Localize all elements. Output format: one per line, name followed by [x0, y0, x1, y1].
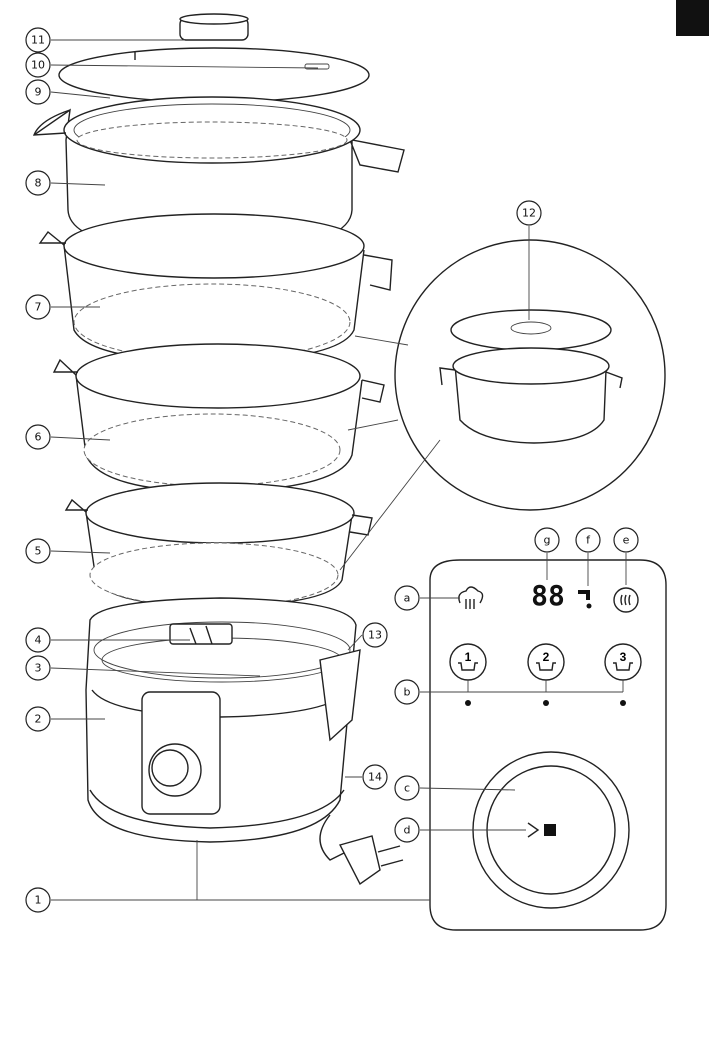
- callout-c: c: [394, 775, 420, 801]
- callout-label: 13: [368, 629, 382, 642]
- callout-c6: 6: [25, 424, 51, 450]
- callout-c9: 9: [25, 79, 51, 105]
- basket-indicator-led: [465, 700, 471, 706]
- callout-c13: 13: [362, 622, 388, 648]
- callout-a: a: [394, 585, 420, 611]
- keep-warm-icon: [613, 587, 639, 613]
- detail-bubble: [339, 239, 666, 571]
- callout-label: 6: [35, 431, 42, 444]
- cord: [319, 814, 351, 861]
- callout-f: f: [575, 527, 601, 553]
- callout-label: 4: [35, 634, 42, 647]
- steam-icon: [458, 586, 484, 609]
- control-panel: 88: [429, 559, 667, 931]
- callout-label: 10: [31, 59, 45, 72]
- callout-c14: 14: [362, 764, 388, 790]
- basket-icon: [458, 662, 478, 671]
- water-inlet: [319, 649, 361, 742]
- steam-basket-1: [64, 482, 373, 608]
- callout-b: b: [394, 679, 420, 705]
- callout-label: 8: [35, 177, 42, 190]
- callout-c7: 7: [25, 294, 51, 320]
- callout-label: d: [404, 824, 411, 837]
- basket-number: 3: [620, 650, 627, 664]
- basket-icon: [536, 662, 556, 671]
- callout-label: 9: [35, 86, 42, 99]
- callout-c12: 12: [516, 200, 542, 226]
- callout-label: 11: [31, 34, 45, 47]
- leader-line-c8: [50, 182, 106, 186]
- callout-c3: 3: [25, 655, 51, 681]
- callout-label: g: [544, 534, 551, 547]
- start-stop-icon: [527, 822, 540, 838]
- basket-number: 1: [465, 650, 472, 664]
- rice-bowl-lid-detail: [450, 309, 612, 351]
- callout-label: 2: [35, 713, 42, 726]
- callout-c10: 10: [25, 52, 51, 78]
- callout-g: g: [534, 527, 560, 553]
- basket-indicator-led: [543, 700, 549, 706]
- callout-c8: 8: [25, 170, 51, 196]
- time-display: 88: [531, 579, 565, 612]
- lid: [58, 13, 370, 103]
- leader-line-c5: [50, 550, 111, 554]
- callout-c2: 2: [25, 706, 51, 732]
- callout-label: 3: [35, 662, 42, 675]
- plug: [338, 835, 381, 886]
- page-tab: [676, 0, 709, 36]
- leader-line-c: [419, 787, 516, 791]
- basket-icon: [613, 662, 633, 671]
- callout-c1: 1: [25, 887, 51, 913]
- basket-button-1[interactable]: 1: [449, 643, 487, 681]
- rice-bowl: [32, 96, 405, 253]
- callout-label: c: [404, 782, 410, 795]
- water-tap-icon: [578, 590, 592, 609]
- leader-line-c6: [50, 436, 111, 441]
- leader-line-c13: [347, 634, 363, 651]
- callout-label: e: [623, 534, 630, 547]
- callout-label: 1: [35, 894, 42, 907]
- callout-e: e: [613, 527, 639, 553]
- basket-number: 2: [543, 650, 550, 664]
- stop-square: [544, 824, 556, 836]
- base: [85, 597, 404, 886]
- basket-button-3[interactable]: 3: [604, 643, 642, 681]
- leader-line-c9: [50, 91, 111, 99]
- callout-label: 5: [35, 545, 42, 558]
- callout-label: a: [404, 592, 411, 605]
- basket-indicator-led: [620, 700, 626, 706]
- callout-label: f: [586, 534, 591, 547]
- basket-button-2[interactable]: 2: [527, 643, 565, 681]
- callout-label: b: [404, 686, 411, 699]
- callout-c5: 5: [25, 538, 51, 564]
- leader-line-c10: [50, 64, 319, 69]
- callout-label: 7: [35, 301, 42, 314]
- leader-line-c3: [50, 667, 261, 677]
- callout-label: 14: [368, 771, 382, 784]
- steam-basket-3: [38, 213, 393, 363]
- callout-label: 12: [522, 207, 536, 220]
- callout-d: d: [394, 817, 420, 843]
- callout-c11: 11: [25, 27, 51, 53]
- steam-basket-2: [52, 343, 385, 493]
- callout-c4: 4: [25, 627, 51, 653]
